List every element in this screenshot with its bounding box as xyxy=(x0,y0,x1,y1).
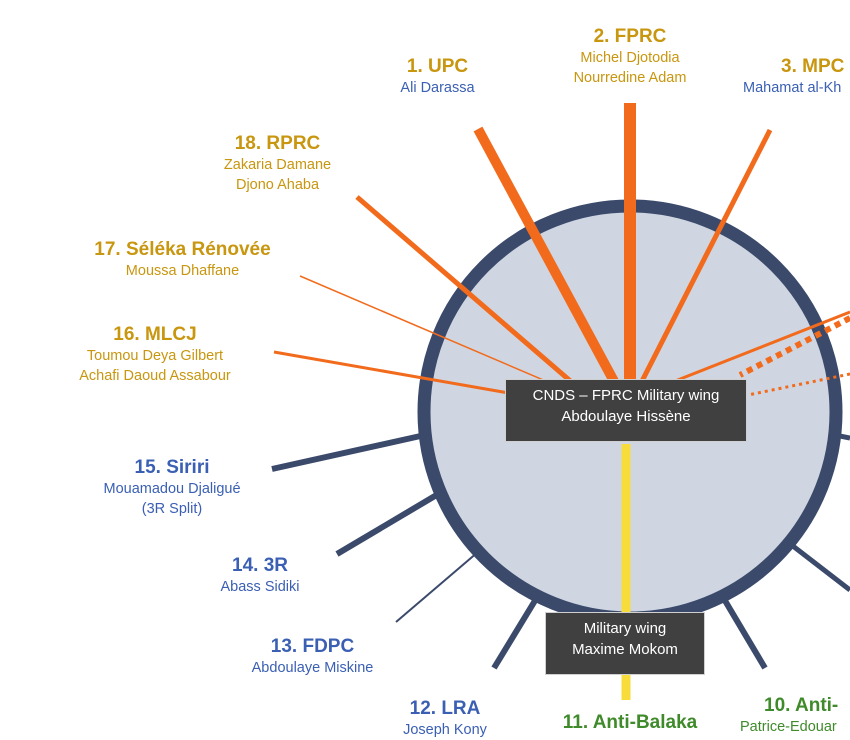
group-leader: Mouamadou Djaligué xyxy=(103,481,241,497)
box-line: CNDS – FPRC Military wing xyxy=(532,387,720,404)
group-leader: Patrice-Edouar xyxy=(740,719,837,735)
spoke-3r xyxy=(335,487,447,557)
link-rprc xyxy=(355,195,577,387)
group-label-lra: 12. LRA Joseph Kony xyxy=(390,698,500,740)
group-leader: Djono Ahaba xyxy=(235,177,320,193)
cnds-military-wing-box: CNDS – FPRC Military wing Abdoulaye Hiss… xyxy=(505,379,747,442)
group-leader: (3R Split) xyxy=(141,501,203,517)
group-leader: Mahamat al-Kh xyxy=(743,80,842,96)
group-title: 15. Siriri xyxy=(134,457,210,478)
group-label-rprc: 18. RPRC Zakaria Damane Djono Ahaba xyxy=(200,133,355,195)
link-mlcj xyxy=(273,350,521,397)
group-leader: Abass Sidiki xyxy=(220,579,300,595)
group-label-anti: 10. Anti- Patrice-Edouar xyxy=(740,695,850,737)
link-seleka-renovee xyxy=(299,275,556,386)
group-title: 11. Anti-Balaka xyxy=(562,712,698,733)
group-leader: Ali Darassa xyxy=(400,80,475,96)
link-right-upper xyxy=(664,310,850,387)
spoke-siriri xyxy=(271,432,426,472)
group-label-anti-balaka: 11. Anti-Balaka xyxy=(545,712,715,734)
link-upc xyxy=(473,126,621,388)
group-label-fdpc: 13. FDPC Abdoulaye Miskine xyxy=(230,636,395,678)
group-leader: Toumou Deya Gilbert xyxy=(86,348,224,364)
box-line: Abdoulaye Hissène xyxy=(561,408,691,425)
group-leader: Joseph Kony xyxy=(403,722,487,738)
group-leader: Moussa Dhaffane xyxy=(125,263,240,279)
group-title: 17. Séléka Rénovée xyxy=(94,239,271,260)
group-label-3r: 14. 3R Abass Sidiki xyxy=(195,555,325,597)
group-label-mlcj: 16. MLCJ Toumou Deya Gilbert Achafi Daou… xyxy=(55,324,255,386)
group-leader: Zakaria Damane xyxy=(223,157,332,173)
box-line: Maxime Mokom xyxy=(572,641,678,658)
group-leader: Michel Djotodia xyxy=(580,50,680,66)
military-wing-mokom-box: Military wing Maxime Mokom xyxy=(545,612,705,675)
group-title: 13. FDPC xyxy=(270,636,355,657)
group-title: 2. FPRC xyxy=(593,26,667,47)
group-title: 14. 3R xyxy=(232,555,288,576)
group-label-upc: 1. UPC Ali Darassa xyxy=(380,56,495,98)
group-label-seleka-renovee: 17. Séléka Rénovée Moussa Dhaffane xyxy=(75,239,290,281)
group-leader: Nourredine Adam xyxy=(573,70,687,86)
group-title: 16. MLCJ xyxy=(113,324,197,345)
link-right-dotted xyxy=(747,372,850,397)
group-title: 1. UPC xyxy=(406,56,469,77)
box-line: Military wing xyxy=(583,620,667,637)
group-title: 18. RPRC xyxy=(234,133,321,154)
group-leader: Abdoulaye Miskine xyxy=(251,660,374,676)
group-label-mpc: 3. MPC Mahamat al-Kh xyxy=(743,56,850,98)
link-mpc xyxy=(637,128,773,387)
group-label-siriri: 15. Siriri Mouamadou Djaligué (3R Split) xyxy=(82,457,262,519)
link-right-dashed-thick xyxy=(738,315,850,378)
group-title: 3. MPC xyxy=(781,56,845,77)
group-label-fprc: 2. FPRC Michel Djotodia Nourredine Adam xyxy=(550,26,710,88)
group-title: 12. LRA xyxy=(409,698,481,719)
group-title: 10. Anti- xyxy=(764,695,839,716)
group-leader: Achafi Daoud Assabour xyxy=(79,368,231,384)
